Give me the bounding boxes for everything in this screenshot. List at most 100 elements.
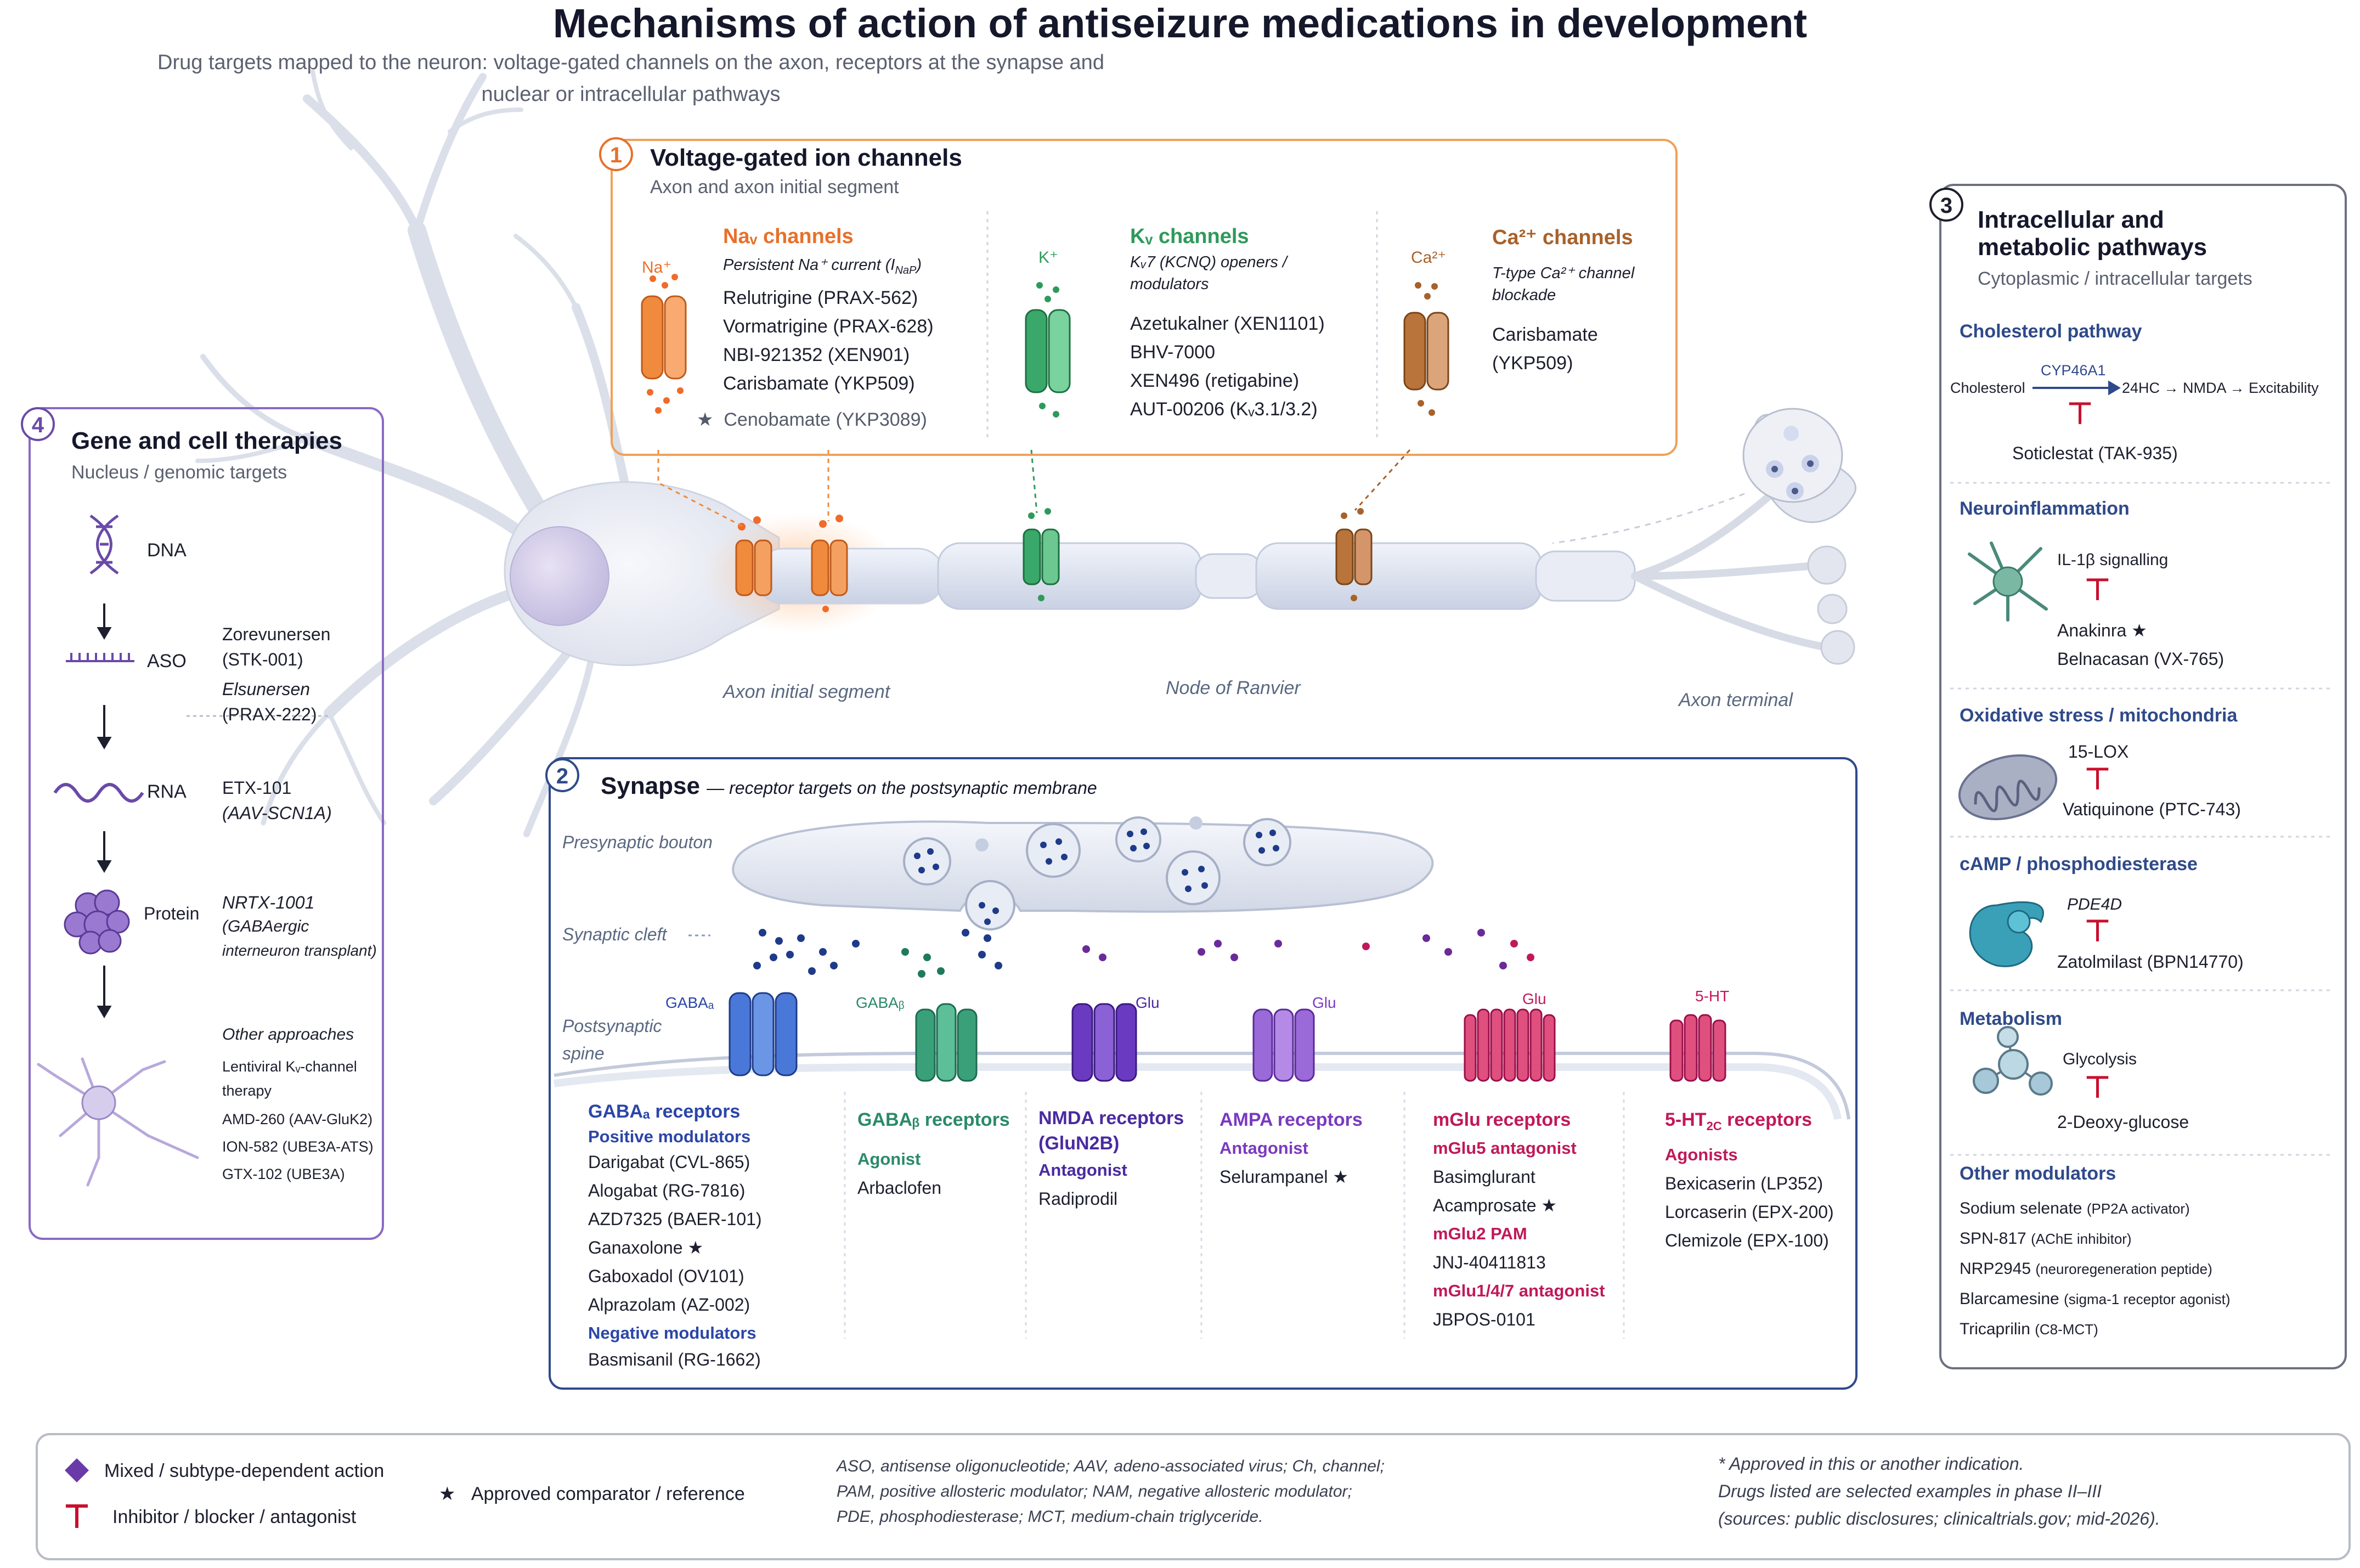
myelin-sheath bbox=[937, 542, 1202, 610]
nmda-column: NMDA receptors (GluN2B) Antagonist Radip… bbox=[1038, 1106, 1184, 1213]
nav-channel-ais-1 bbox=[735, 539, 772, 596]
gabaa-receptor bbox=[729, 992, 798, 1076]
page-title: Mechanisms of action of antiseizure medi… bbox=[552, 1, 1808, 46]
gabab-header: GABAᵦ receptors bbox=[857, 1109, 1010, 1130]
ais-label: Axon initial segment bbox=[723, 681, 890, 702]
gabaa-drug: Darigabat (CVL-865) bbox=[588, 1152, 750, 1172]
panel-voltage-gated-channels bbox=[611, 139, 1678, 456]
node-of-ranvier bbox=[1195, 553, 1263, 599]
panel-intracellular bbox=[1939, 184, 2347, 1369]
pde-icon bbox=[1969, 901, 2044, 967]
panel-title: metabolic pathways bbox=[1978, 234, 2207, 261]
modulator-name: Tricaprilin bbox=[1960, 1320, 2030, 1338]
step-label: ASO bbox=[147, 651, 187, 672]
gabaa-drug: Gaboxadol (OV101) bbox=[588, 1266, 744, 1286]
ca-drug: (YKP509) bbox=[1492, 353, 1573, 374]
panel-gene-therapies bbox=[29, 407, 384, 1240]
nav-icon bbox=[641, 295, 687, 380]
rna-drug: ETX-101 bbox=[222, 778, 292, 798]
legend-abbreviations: PDE, phosphodiesterase; MCT, medium-chai… bbox=[837, 1508, 1263, 1526]
panel-number: 2 bbox=[545, 758, 579, 792]
subtitle-line: Drug targets mapped to the neuron: volta… bbox=[157, 51, 1104, 74]
inhibitor-icon bbox=[66, 1504, 88, 1528]
5ht-drug: Clemizole (EPX-100) bbox=[1665, 1230, 1829, 1250]
5ht-column: 5-HT2C receptors Agonists Bexicaserin (L… bbox=[1665, 1106, 1834, 1255]
legend-note: (sources: public disclosures; clinicaltr… bbox=[1718, 1509, 2160, 1528]
nav-drug: NBI-921352 (XEN901) bbox=[723, 345, 910, 365]
legend-note: Drugs listed are selected examples in ph… bbox=[1718, 1481, 2102, 1501]
ca-note: T-type Ca²⁺ channel bbox=[1492, 264, 1635, 282]
legend bbox=[36, 1433, 2351, 1560]
other-approaches-header: Other approaches bbox=[222, 1025, 354, 1044]
inhibitor-icon: ⊤ bbox=[2085, 1071, 2111, 1104]
panel-synapse bbox=[549, 757, 1857, 1390]
nav-note: Persistent Na⁺ current (INaP) bbox=[723, 251, 922, 285]
dendrites bbox=[195, 69, 635, 837]
synapse-title: Synapse bbox=[601, 772, 700, 799]
ca-note: blockade bbox=[1492, 286, 1556, 304]
gabaa-drug: Alprazolam (AZ-002) bbox=[588, 1295, 750, 1315]
mglu-role: mGlu2 PAM bbox=[1433, 1224, 1527, 1243]
inhibitor-icon: ⊤ bbox=[2085, 763, 2111, 796]
other-modulator: Blarcamesine (sigma-1 receptor agonist) bbox=[1960, 1284, 2231, 1315]
other-modulator: SPN-817 (AChE inhibitor) bbox=[1960, 1223, 2132, 1254]
step-label: Protein bbox=[144, 904, 200, 923]
kv-drug: BHV-7000 bbox=[1130, 342, 1215, 363]
aso-icon bbox=[66, 653, 134, 662]
mglu-receptor bbox=[1464, 1008, 1556, 1082]
5ht-drug: Lorcaserin (EPX-200) bbox=[1665, 1202, 1834, 1222]
gabaa-positive-label: Positive modulators bbox=[588, 1127, 751, 1146]
nav-note-text: Persistent Na⁺ current (I bbox=[723, 256, 895, 274]
nmda-header-sub: (GluN2B) bbox=[1038, 1133, 1120, 1154]
ampa-header: AMPA receptors bbox=[1219, 1109, 1363, 1130]
panel-number: 4 bbox=[21, 407, 55, 441]
rna-drug: (AAV-SCN1A) bbox=[222, 803, 332, 823]
ca-channel-header: Ca²⁺ channels bbox=[1492, 226, 1633, 249]
nmda-role: Antagonist bbox=[1038, 1160, 1127, 1180]
other-approach: GTX-102 (UBE3A) bbox=[222, 1166, 345, 1182]
ox-target: 15-LOX bbox=[2068, 742, 2129, 762]
inhibitor-icon: ⊤ bbox=[2067, 397, 2093, 430]
kv-note: modulators bbox=[1130, 275, 1209, 293]
camp-drug: Zatolmilast (BPN14770) bbox=[2057, 952, 2244, 972]
nmda-header: NMDA receptors bbox=[1038, 1108, 1184, 1129]
protein-drug: interneuron transplant) bbox=[222, 942, 377, 959]
oxidative-header: Oxidative stress / mitochondria bbox=[1960, 705, 2238, 726]
gabaa-negative-label: Negative modulators bbox=[588, 1323, 756, 1343]
subtitle-line: nuclear or intracellular pathways bbox=[481, 83, 781, 106]
5ht2c-receptor bbox=[1669, 1014, 1726, 1082]
mglu-role: mGlu5 antagonist bbox=[1433, 1138, 1577, 1158]
aso-drug: (PRAX-222) bbox=[222, 704, 317, 724]
5ht-header: 5-HT2C receptors bbox=[1665, 1106, 1834, 1141]
mglu-drug: Acamprosate ★ bbox=[1433, 1195, 1557, 1215]
other-approach: ION-582 (UBE3A-ATS) bbox=[222, 1138, 374, 1155]
modulator-note: (AChE inhibitor) bbox=[2031, 1231, 2132, 1247]
ligand-label: Glu bbox=[1136, 994, 1160, 1011]
inhibitor-icon: ⊤ bbox=[2085, 573, 2111, 606]
kv-channel-header: Kᵥ channels bbox=[1130, 225, 1249, 248]
neuroinflammation-header: Neuroinflammation bbox=[1960, 498, 2130, 519]
panel-title: Synapse — receptor targets on the postsy… bbox=[601, 772, 1097, 802]
ligand-label: GABAᵦ bbox=[856, 994, 905, 1011]
vesicle-contents bbox=[914, 828, 1279, 925]
kv-drug: AUT-00206 (Kᵥ3.1/3.2) bbox=[1130, 399, 1318, 420]
other-approach: therapy bbox=[222, 1082, 272, 1099]
gabaa-column: GABAₐ receptors Positive modulators Dari… bbox=[588, 1097, 762, 1372]
modulator-note: (neuroregeneration peptide) bbox=[2035, 1261, 2212, 1277]
ampa-column: AMPA receptors Antagonist Selurampanel ★ bbox=[1219, 1106, 1363, 1191]
aso-drug: Elsunersen bbox=[222, 679, 310, 699]
enzyme-label: CYP46A1 bbox=[2041, 362, 2106, 379]
protein-drug: (GABAergic bbox=[222, 917, 309, 935]
cholesterol-chain: 24HC → NMDA → Excitability bbox=[2122, 380, 2319, 396]
legend-mixed: Mixed / subtype-dependent action bbox=[104, 1460, 385, 1481]
mglu-drug: JBPOS-0101 bbox=[1433, 1310, 1535, 1329]
gabab-receptor bbox=[915, 1003, 978, 1082]
glucose-molecule-icon bbox=[1973, 1026, 2053, 1096]
modulator-name: SPN-817 bbox=[1960, 1229, 2026, 1248]
mglu-column: mGlu receptors mGlu5 antagonist Basimglu… bbox=[1433, 1106, 1605, 1334]
camp-header: cAMP / phosphodiesterase bbox=[1960, 854, 2198, 875]
mglu-header: mGlu receptors bbox=[1433, 1109, 1571, 1130]
nav-comparator: ★ Cenobamate (YKP3089) bbox=[697, 409, 927, 430]
nav-channel-ais-2 bbox=[811, 539, 848, 596]
ox-drug: Vatiquinone (PTC-743) bbox=[2063, 799, 2241, 819]
